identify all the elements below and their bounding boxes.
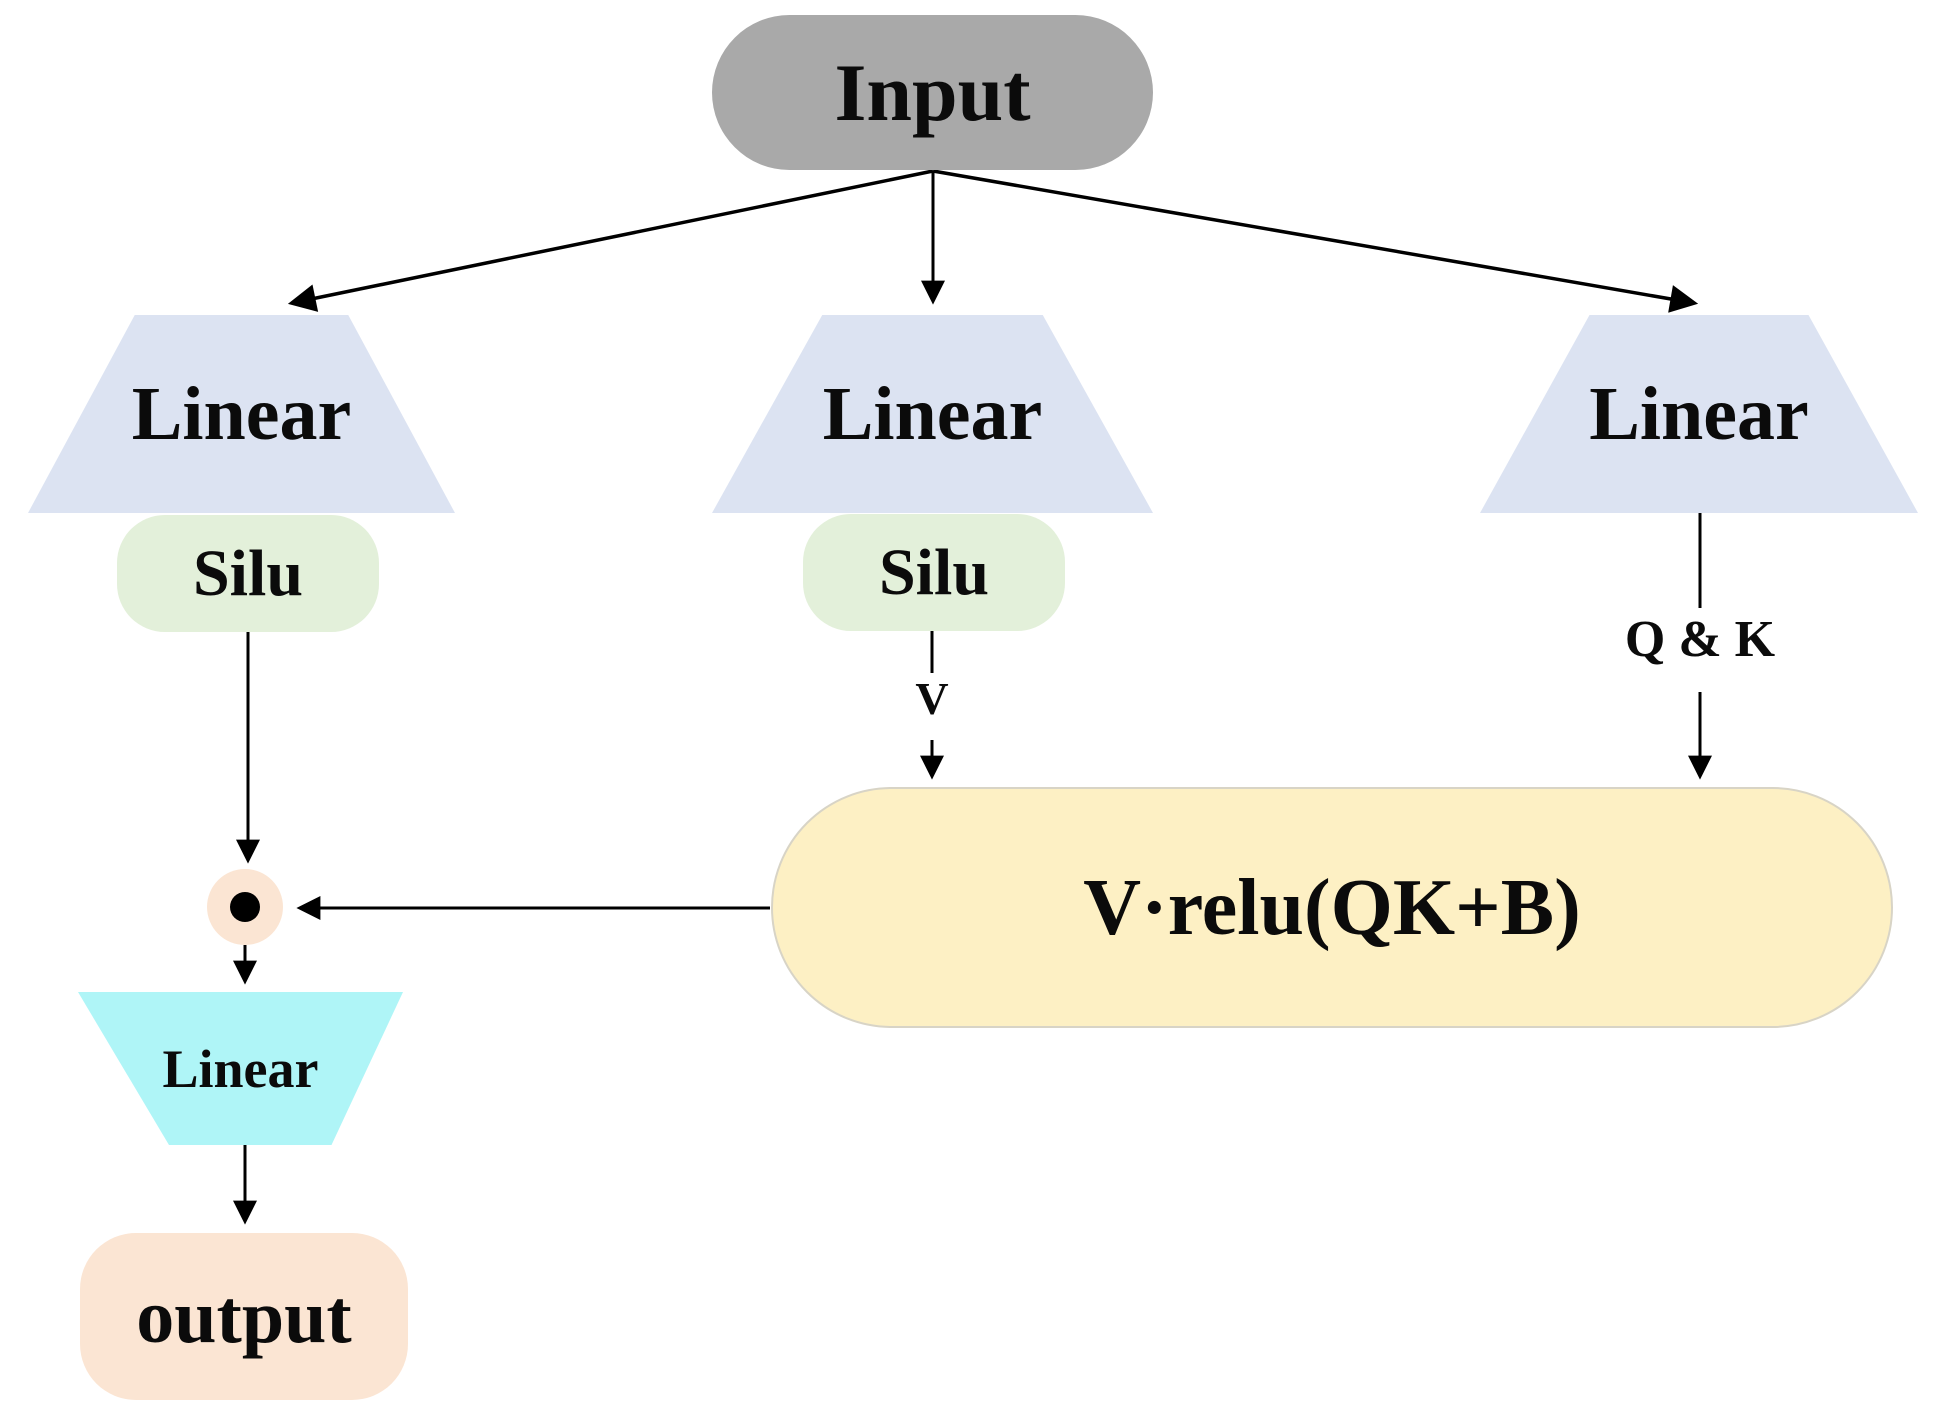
- output-node: output: [80, 1233, 408, 1400]
- elementwise-product-node: [207, 869, 283, 945]
- silu-middle-node: Silu: [803, 514, 1065, 631]
- edge-label-v: V: [915, 673, 949, 724]
- linear-middle-trapezoid: Linear: [712, 315, 1153, 513]
- edge-input-to-linear-left: [287, 169, 934, 312]
- edge-label-q-and-k: Q & K: [1624, 611, 1776, 668]
- edge-input-to-linear-right: [932, 169, 1699, 313]
- attention-formula-node: V·relu(QK+B): [771, 787, 1893, 1028]
- input-node: Input: [712, 15, 1153, 170]
- dot-product-icon: [230, 892, 260, 922]
- silu-left-node: Silu: [117, 515, 379, 632]
